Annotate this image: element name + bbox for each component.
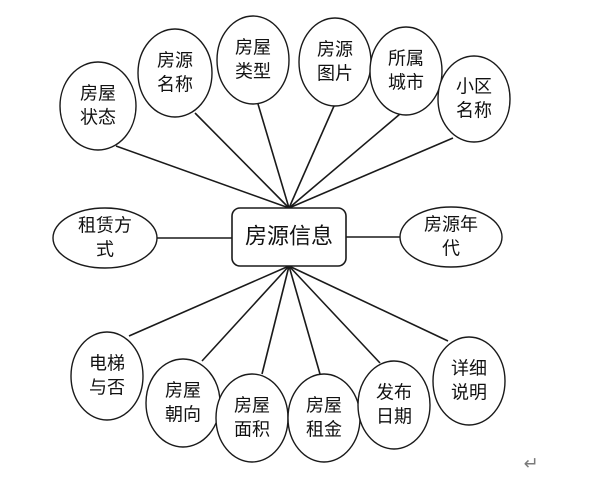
- connector-rent: [288, 265, 321, 375]
- attribute-ellipse-community: [437, 55, 511, 143]
- attribute-label-rent-line-2: 租金: [306, 420, 342, 441]
- attribute-ellipse-elevator: [70, 331, 144, 421]
- attribute-label-city-line-1: 所属: [388, 49, 424, 70]
- attribute-ellipse-image: [298, 17, 372, 107]
- attribute-ellipse-type: [216, 15, 290, 105]
- attribute-ellipse-detail: [432, 336, 506, 426]
- connector-type: [257, 103, 290, 209]
- connector-date: [288, 265, 381, 364]
- attribute-label-name-line-2: 名称: [157, 75, 193, 96]
- attribute-ellipse-date: [357, 360, 431, 450]
- attribute-label-orient-line-1: 房屋: [165, 381, 201, 402]
- attribute-label-image-line-2: 图片: [317, 64, 353, 85]
- attribute-label-date-line-2: 日期: [376, 407, 412, 428]
- attribute-label-elevator-line-1: 电梯: [89, 354, 125, 375]
- connector-detail: [288, 265, 449, 342]
- attribute-nodes: 房屋状态房源名称房屋类型房源图片所属城市小区名称租赁方式房源年代电梯与否房屋朝向…: [52, 15, 511, 463]
- connector-lines: [115, 103, 454, 375]
- attribute-ellipse-city: [369, 26, 443, 116]
- attribute-label-area-line-2: 面积: [234, 420, 270, 441]
- attribute-ellipse-orient: [145, 358, 221, 448]
- attribute-ellipse-rent-mode: [52, 207, 158, 269]
- attribute-label-detail-line-1: 详细: [451, 359, 487, 380]
- connector-community: [288, 137, 454, 209]
- attribute-label-rent-mode-line-2: 式: [96, 240, 114, 261]
- attribute-label-year-line-2: 代: [442, 239, 460, 260]
- attribute-label-community-line-1: 小区: [456, 77, 492, 98]
- connector-elevator: [128, 265, 290, 337]
- attribute-label-rent-line-1: 房屋: [306, 396, 342, 417]
- attribute-ellipse-name: [137, 28, 213, 118]
- center-entity-label: 房源信息: [245, 225, 333, 250]
- attribute-label-type-line-1: 房屋: [235, 38, 271, 59]
- attribute-label-detail-line-2: 说明: [451, 383, 487, 404]
- attribute-label-year-line-1: 房源年: [424, 215, 478, 236]
- attribute-label-status-line-2: 状态: [80, 108, 116, 129]
- connector-image: [288, 105, 335, 209]
- center-entity: 房源信息: [231, 207, 347, 267]
- attribute-label-elevator-line-2: 与否: [89, 378, 125, 399]
- attribute-ellipse-year: [399, 206, 503, 268]
- connector-status: [115, 145, 290, 209]
- attribute-label-date-line-1: 发布: [376, 383, 412, 404]
- connector-name: [194, 112, 290, 209]
- attribute-ellipse-status: [59, 61, 137, 151]
- attribute-label-area-line-1: 房屋: [234, 396, 270, 417]
- connector-city: [288, 113, 401, 209]
- attribute-label-name-line-1: 房源: [157, 51, 193, 72]
- connector-orient: [201, 265, 290, 362]
- attribute-label-orient-line-2: 朝向: [165, 405, 201, 426]
- attribute-ellipse-area: [215, 373, 289, 463]
- attribute-label-type-line-2: 类型: [235, 62, 271, 83]
- attribute-label-status-line-1: 房屋: [80, 84, 116, 105]
- attribute-ellipse-rent: [287, 373, 361, 463]
- connector-area: [261, 265, 290, 375]
- attribute-label-rent-mode-line-1: 租赁方: [78, 216, 132, 237]
- paragraph-return-icon: ↵: [523, 454, 538, 475]
- attribute-label-image-line-1: 房源: [317, 40, 353, 61]
- center-entity-box: [231, 207, 347, 267]
- attribute-label-city-line-2: 城市: [388, 73, 424, 94]
- attribute-label-community-line-2: 名称: [456, 101, 492, 122]
